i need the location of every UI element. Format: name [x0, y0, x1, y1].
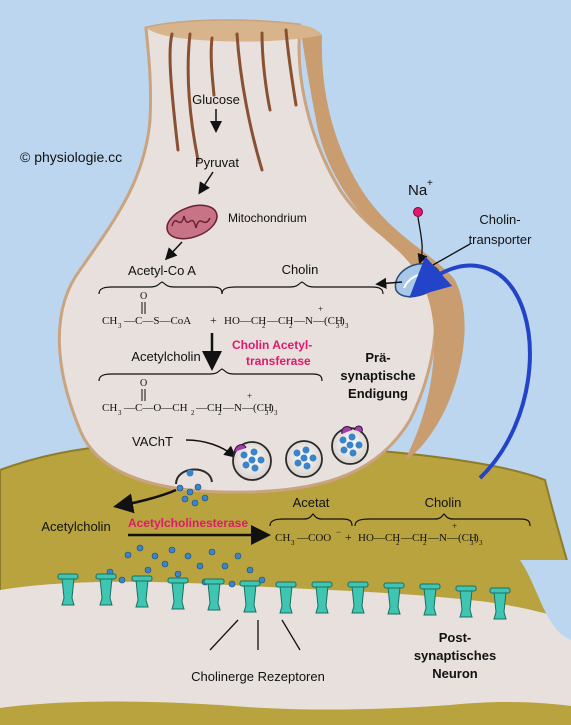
svg-text:3: 3: [291, 539, 295, 547]
cholintransporter-label-1: Cholin-: [479, 212, 520, 227]
svg-text:): ): [341, 315, 345, 327]
svg-text:3: 3: [118, 409, 122, 417]
svg-text:3: 3: [336, 322, 340, 330]
pyruvat-arrow: [198, 171, 214, 195]
terminal-membrane-band: [300, 25, 465, 460]
acetat-label: Acetat: [293, 495, 330, 510]
post-label-3: Neuron: [432, 666, 478, 681]
svg-text:3: 3: [265, 409, 269, 417]
vesicle: [331, 425, 369, 465]
acetyl-coa-formula: O CH 3 —C—S—CoA: [102, 291, 191, 330]
transporter-arrow: [375, 277, 403, 289]
pre-label-3: Endigung: [348, 386, 408, 401]
svg-text:HO—CH: HO—CH: [224, 315, 266, 327]
svg-text:2: 2: [218, 409, 222, 417]
ach-brace: [98, 368, 323, 382]
cholin-label: Cholin: [282, 262, 319, 277]
svg-text:+: +: [318, 304, 323, 314]
copyright-label: © physiologie.cc: [20, 149, 122, 165]
svg-text:2: 2: [191, 409, 195, 417]
acetat-formula: CH 3 —COO −: [275, 527, 341, 547]
vacht-label: VAChT: [132, 434, 173, 449]
svg-text:2: 2: [289, 322, 293, 330]
presynaptic-terminal: [57, 19, 438, 494]
na-charge: +: [427, 178, 433, 189]
ache-label: Acetylcholinesterase: [128, 516, 248, 530]
transporter-pointer: [432, 243, 471, 266]
cholintransporter-label-2: transporter: [469, 232, 533, 247]
acetylcholin-formula: O CH 3 —C—O—CH 2 —CH 2 —N—(CH 3 ) 3 +: [102, 378, 278, 417]
cholin-formula-bottom: HO—CH 2 —CH 2 —N—(CH 3 ) 3 +: [358, 521, 483, 547]
svg-text:3: 3: [470, 539, 474, 547]
svg-text:—N—(CH: —N—(CH: [427, 532, 477, 544]
svg-text:—N—(CH: —N—(CH: [222, 402, 272, 414]
svg-text:3: 3: [479, 539, 483, 547]
acetylcholin-label: Acetylcholin: [131, 349, 200, 364]
svg-text:3: 3: [274, 409, 278, 417]
receptors-label: Cholinerge Rezeptoren: [191, 669, 325, 684]
acetylcholine-molecules: [106, 483, 266, 588]
acoa-brace: [98, 281, 223, 295]
pyruvat-label: Pyruvat: [195, 155, 239, 170]
svg-text:—COO: —COO: [296, 532, 331, 544]
svg-text:2: 2: [262, 322, 266, 330]
acetylcholin-cleft-label: Acetylcholin: [41, 519, 110, 534]
svg-text:): ): [475, 532, 479, 544]
svg-text:2: 2: [423, 539, 427, 547]
vacht-arrow: [185, 439, 237, 458]
receptor-pointer-1: [209, 619, 239, 651]
glucose-label: Glucose: [192, 92, 240, 107]
post-label-2: synaptisches: [414, 648, 496, 663]
pre-label-1: Prä-: [365, 350, 390, 365]
mito-arrow: [164, 241, 183, 261]
fusing-vesicle: [175, 468, 213, 485]
pre-label-2: synaptische: [340, 368, 415, 383]
cholin-formula-top: HO—CH 2 —CH 2 —N—(CH 3 ) 3 +: [224, 304, 349, 330]
svg-text:O: O: [140, 291, 147, 302]
svg-text:3: 3: [118, 322, 122, 330]
release-arrow: [113, 488, 177, 514]
svg-text:—CH: —CH: [400, 532, 427, 544]
cholin-bottom-label: Cholin: [425, 495, 462, 510]
svg-text:—C—O—CH: —C—O—CH: [123, 402, 188, 414]
microtubules: [168, 28, 298, 172]
svg-text:—N—(CH: —N—(CH: [293, 315, 343, 327]
svg-text:2: 2: [396, 539, 400, 547]
mitochondrium-icon: [166, 204, 218, 240]
svg-text:HO—CH: HO—CH: [358, 532, 400, 544]
cat-enzyme-label-2: transferase: [246, 354, 311, 368]
vesicle: [285, 440, 323, 478]
reuptake-arrow: [409, 256, 532, 480]
svg-text:CH: CH: [102, 315, 117, 327]
na-label: Na: [408, 182, 428, 199]
svg-text:—CH: —CH: [195, 402, 222, 414]
na-ion: [413, 207, 423, 217]
cholin-bottom-brace: [354, 513, 531, 527]
svg-text:CH: CH: [102, 402, 117, 414]
vesicle: [232, 441, 272, 481]
acetyl-coa-label: Acetyl-Co A: [128, 263, 196, 278]
svg-text:3: 3: [345, 322, 349, 330]
plus-sign: +: [210, 313, 217, 327]
post-label-1: Post-: [439, 630, 472, 645]
plus-sign-bottom: +: [345, 530, 352, 544]
svg-text:): ): [270, 402, 274, 414]
postsynaptic-cytoplasm: [0, 581, 571, 725]
cat-enzyme-label-1: Cholin Acetyl-: [232, 338, 312, 352]
svg-text:+: +: [452, 521, 457, 531]
mitochondrium-label: Mitochondrium: [228, 211, 307, 225]
svg-text:−: −: [336, 527, 341, 537]
svg-text:O: O: [140, 378, 147, 389]
svg-text:+: +: [247, 391, 252, 401]
svg-text:CH: CH: [275, 532, 290, 544]
lower-membrane: [0, 701, 571, 725]
receptor-pointer-3: [281, 619, 301, 651]
cholinergic-receptors: [57, 573, 511, 620]
acetat-brace: [269, 513, 353, 527]
svg-text:—CH: —CH: [266, 315, 293, 327]
svg-text:—C—S—CoA: —C—S—CoA: [123, 315, 191, 327]
background-notch: [520, 560, 571, 640]
